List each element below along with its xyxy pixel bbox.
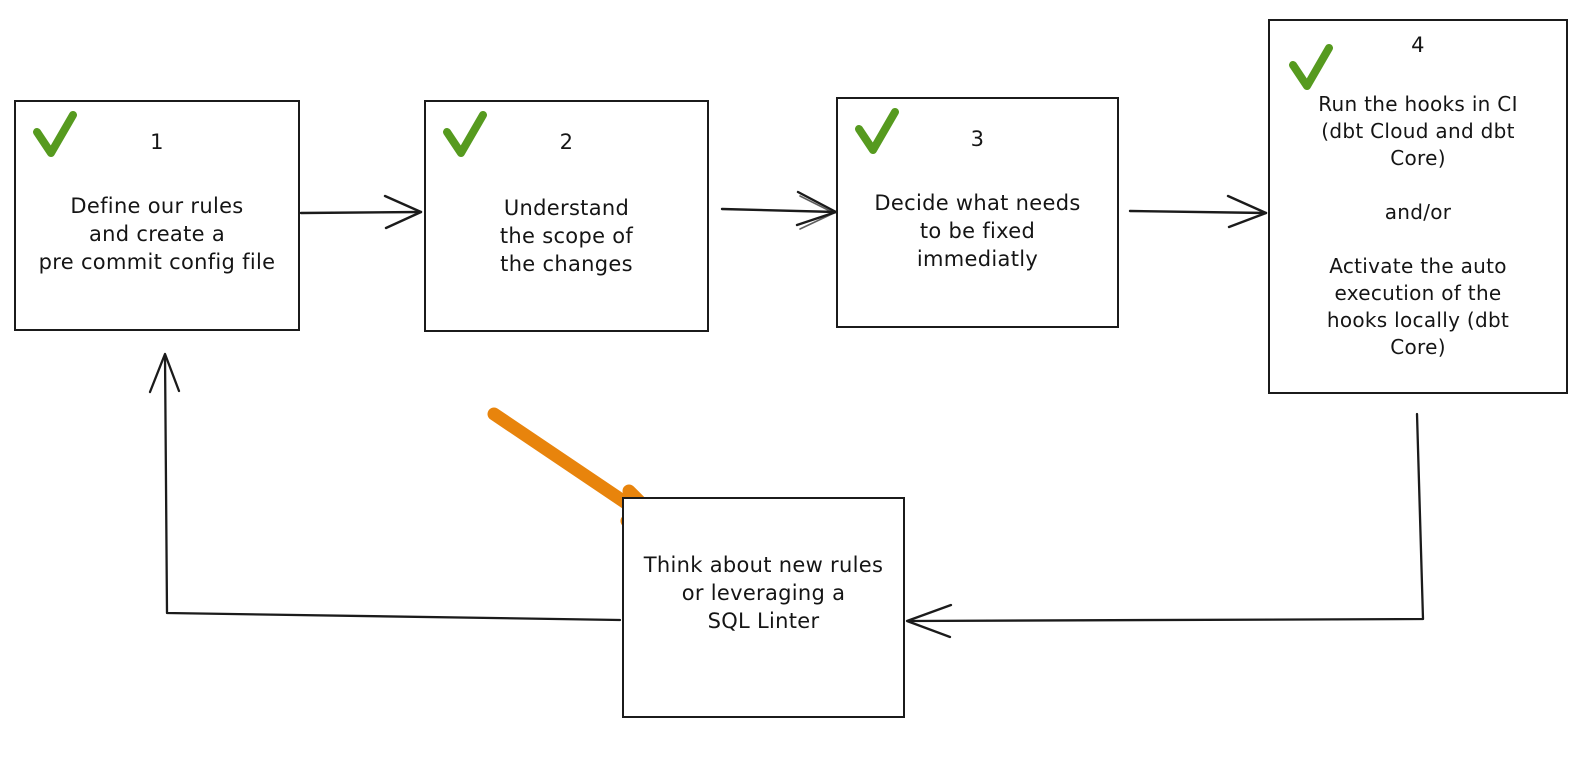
node-5-inner: Think about new rules or leveraging a SQ… — [624, 499, 903, 716]
node-3-inner: 3 Decide what needs to be fixed immediat… — [838, 99, 1117, 326]
connector-node4-to-node5 — [905, 412, 1425, 639]
connector-node3-to-node4 — [1128, 194, 1268, 229]
green-check-icon — [33, 111, 77, 157]
node-1-text: Define our rules and create a pre commit… — [38, 194, 276, 274]
node-1-inner: 1 Define our rules and create a pre comm… — [16, 102, 298, 329]
flow-node-step-2[interactable]: 2 Understand the scope of the changes — [424, 100, 709, 332]
flow-node-think-about-new-rules[interactable]: Think about new rules or leveraging a SQ… — [622, 497, 905, 718]
connector-node2-to-node3 — [720, 190, 838, 230]
node-3-text: Decide what needs to be fixed immediatly — [874, 191, 1081, 271]
node-4-text: Run the hooks in CI (dbt Cloud and dbt C… — [1318, 92, 1518, 359]
node-4-inner: 4 Run the hooks in CI (dbt Cloud and dbt… — [1270, 21, 1566, 392]
node-2-text: Understand the scope of the changes — [499, 196, 634, 276]
connector-node1-to-node2 — [299, 194, 423, 230]
green-check-icon — [855, 108, 899, 154]
node-5-text: Think about new rules or leveraging a SQ… — [643, 553, 884, 633]
node-3-step-number: 3 — [970, 127, 985, 151]
flow-node-step-1[interactable]: 1 Define our rules and create a pre comm… — [14, 100, 300, 331]
flow-node-step-3[interactable]: 3 Decide what needs to be fixed immediat… — [836, 97, 1119, 328]
node-4-step-number: 4 — [1411, 33, 1425, 57]
node-2-step-number: 2 — [559, 130, 574, 154]
connector-node5-to-node1 — [148, 352, 622, 622]
green-check-icon — [1289, 44, 1333, 90]
flow-node-step-4[interactable]: 4 Run the hooks in CI (dbt Cloud and dbt… — [1268, 19, 1568, 394]
green-check-icon — [443, 111, 487, 157]
node-1-step-number: 1 — [150, 130, 164, 154]
node-2-inner: 2 Understand the scope of the changes — [426, 102, 707, 330]
